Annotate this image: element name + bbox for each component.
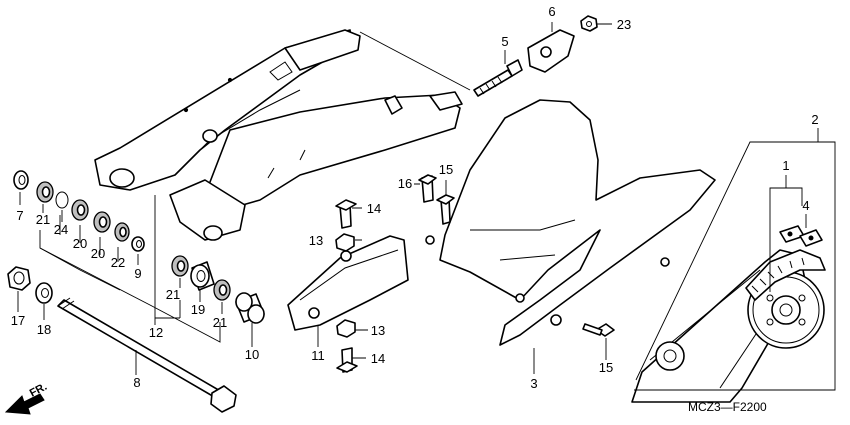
callout-21-left: 21: [36, 212, 50, 227]
callout-2: 2: [811, 112, 818, 127]
swingarm: [94, 29, 463, 241]
callout-10: 10: [245, 347, 259, 362]
collar-9: [131, 236, 145, 252]
callout-12: 12: [149, 325, 163, 340]
leader-lines: [17, 22, 836, 391]
callout-13-upper: 13: [309, 233, 323, 248]
pivot-nut-17: [7, 266, 31, 291]
bearing-21-right-top: [171, 255, 189, 277]
callout-4: 4: [802, 198, 809, 213]
bolt-15-lower: [582, 323, 615, 337]
callout-17: 17: [11, 313, 25, 328]
adjuster-bolt-5: [473, 59, 523, 97]
callout-16: 16: [398, 176, 412, 191]
bolt-14-upper: [335, 199, 357, 229]
callout-21-right-top: 21: [166, 287, 180, 302]
bolt-14-lower: [336, 347, 358, 373]
callout-9: 9: [134, 266, 141, 281]
nut-13-lower: [336, 319, 356, 338]
callout-6: 6: [548, 4, 555, 19]
callout-3: 3: [530, 376, 537, 391]
bearing-21-left: [36, 181, 54, 203]
nut-23: [580, 15, 598, 32]
callout-23: 23: [617, 17, 631, 32]
diagram-code: MCZ3—F2200: [688, 400, 767, 414]
chain-slider-11: [287, 235, 409, 331]
chain-adjuster-6: [527, 29, 575, 73]
circlip-24: [55, 191, 69, 209]
callout-7: 7: [16, 208, 23, 223]
dust-seal-20a: [71, 199, 89, 221]
callout-22: 22: [111, 255, 125, 270]
rear-sprocket: [747, 271, 825, 349]
drive-chain-1: [745, 249, 826, 301]
master-link-4: [779, 225, 823, 247]
callout-14-lower: 14: [371, 351, 385, 366]
bearing-22: [114, 222, 130, 242]
callout-20-a: 20: [73, 236, 87, 251]
direction-label: FR.: [28, 381, 49, 400]
pivot-bolt-8: [57, 297, 237, 413]
callout-5: 5: [501, 34, 508, 49]
callout-11: 11: [311, 348, 325, 363]
front-direction-arrow: FR.: [4, 381, 49, 415]
nut-13-upper: [335, 233, 355, 252]
bolt-15-upper: [436, 194, 455, 225]
bearing-seal-7: [13, 170, 29, 190]
callout-8: 8: [133, 375, 140, 390]
pivot-collar-10: [235, 292, 265, 324]
rear-hugger-3: [425, 99, 716, 346]
callout-14-upper: 14: [367, 201, 381, 216]
callout-15-upper: 15: [439, 162, 453, 177]
callout-18: 18: [37, 322, 51, 337]
washer-18: [35, 282, 53, 304]
callout-20-b: 20: [91, 246, 105, 261]
bearing-21-right-bottom: [213, 279, 231, 301]
callout-1: 1: [782, 158, 789, 173]
callout-24: 24: [54, 222, 68, 237]
callout-21-right-bottom: 21: [213, 315, 227, 330]
callout-13-lower: 13: [371, 323, 385, 338]
callout-19: 19: [191, 302, 205, 317]
dust-seal-20b: [93, 211, 111, 233]
bolt-16: [418, 174, 437, 203]
bearing-19: [190, 261, 215, 291]
callout-labels: 6 23 5 2 1 4 15 16 14 13 13 14 11 15 3 7…: [11, 4, 819, 391]
callout-15-lower: 15: [599, 360, 613, 375]
